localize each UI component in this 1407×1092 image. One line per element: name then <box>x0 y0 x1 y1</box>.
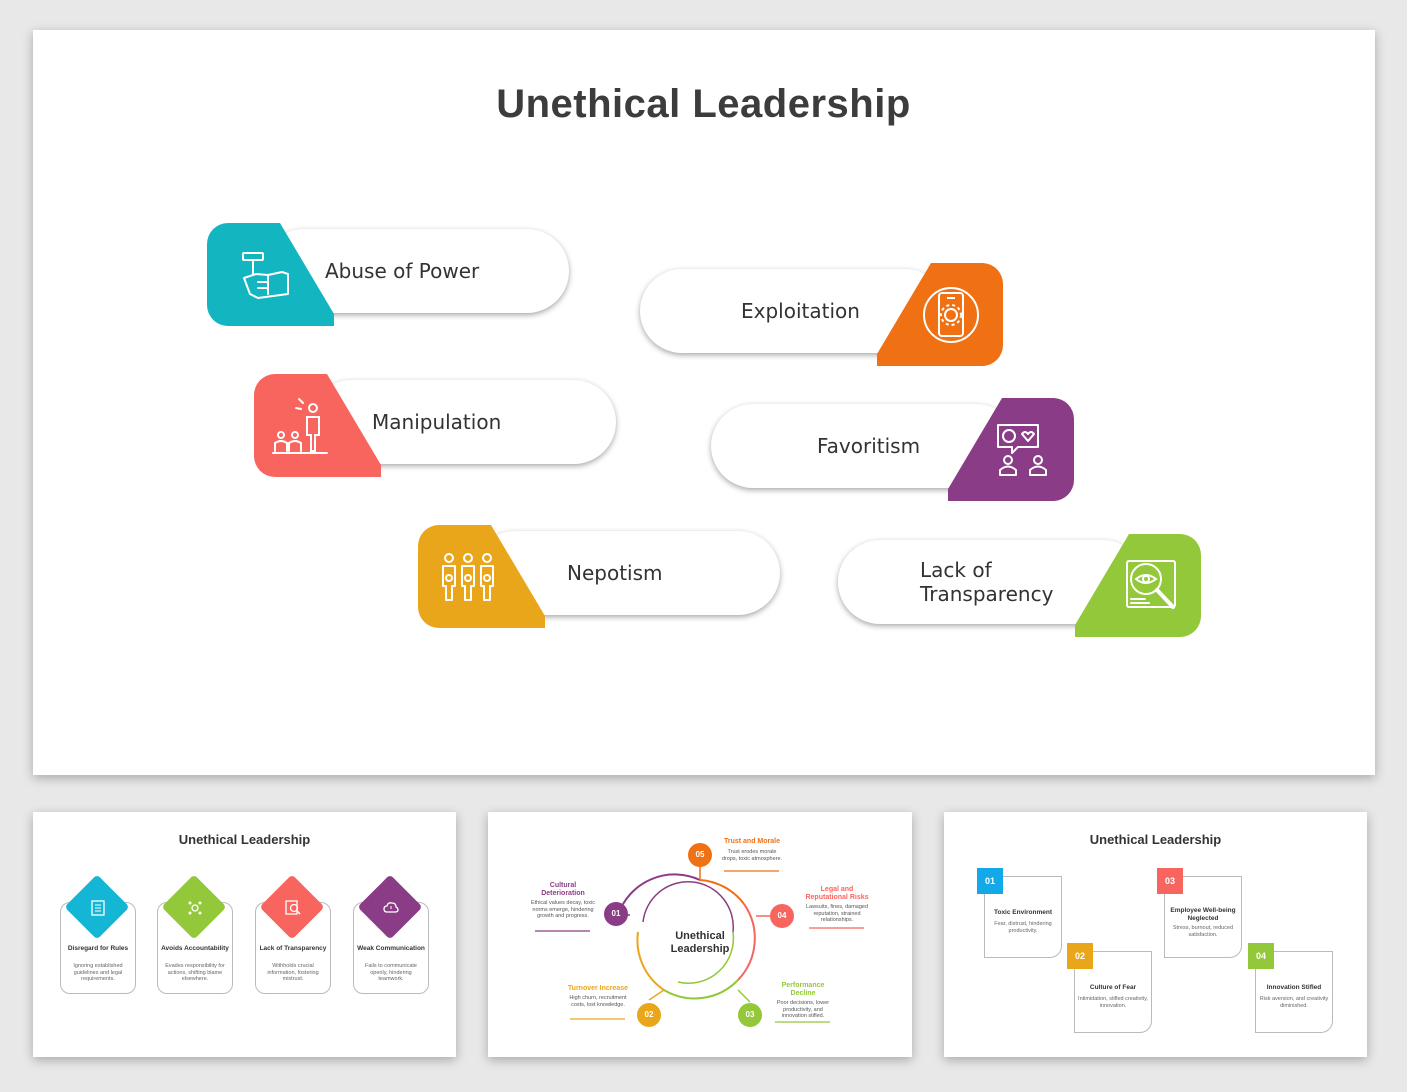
thumb3-num-3: 03 <box>1157 868 1183 894</box>
thumb3-card-title: Employee Well-being Neglected <box>1170 907 1236 922</box>
center-label-line1: Unethical <box>675 930 725 942</box>
thumb3-card-desc: Fear, distrust, hindering productivity. <box>994 921 1052 934</box>
node-title-02: Turnover Increase <box>567 985 629 992</box>
thumb1-card-desc: Evades responsibility for actions, shift… <box>165 963 225 982</box>
thumb3-num-4: 04 <box>1248 943 1274 969</box>
team-icon <box>442 553 494 601</box>
slide-title: Unethical Leadership <box>496 82 911 126</box>
speaker-audience-icon <box>272 398 328 454</box>
tab-exploitation <box>877 263 1003 366</box>
thumb3-title: Unethical Leadership <box>1089 832 1222 847</box>
node-05 <box>688 843 712 867</box>
label-favoritism: Favoritism <box>817 434 921 458</box>
node-02 <box>637 1003 661 1027</box>
node-num-04: 04 <box>777 911 787 920</box>
thumb1-card-desc: Ignoring established guidelines and lega… <box>73 963 123 982</box>
thumbnail-slide-2[interactable]: 01 02 03 04 05 Unethical Leadership Trus… <box>488 812 912 1057</box>
checklist-icon <box>91 900 105 916</box>
chat-people-icon <box>997 424 1047 476</box>
label-manipulation: Manipulation <box>372 410 502 434</box>
thumb1-card-title: Avoids Accountability <box>161 945 229 952</box>
label-lack-of-transparency-line1: Lack of <box>920 558 992 582</box>
tab-abuse-of-power <box>207 223 334 326</box>
label-lack-of-transparency-line2: Transparency <box>920 582 1054 606</box>
thumb1-card-title: Disregard for Rules <box>67 945 129 952</box>
node-title-03: Performance Decline <box>781 982 825 997</box>
network-icon <box>188 901 202 915</box>
thumb3-num-2: 02 <box>1067 943 1093 969</box>
thumb1-card-4: Weak Communication Fails to communicate … <box>353 902 429 994</box>
node-desc-01: Ethical values decay, toxic norms emerge… <box>530 900 596 919</box>
node-03 <box>738 1003 762 1027</box>
node-title-01: Cultural Deterioration <box>541 882 585 897</box>
magnify-eye-icon <box>1126 560 1176 609</box>
circular-diagram <box>535 843 864 1027</box>
node-desc-04: Lawsuits, fines, damaged reputation, str… <box>805 904 869 923</box>
thumb1-card-desc: Fails to communicate openly, hindering t… <box>365 963 417 982</box>
thumb3-card-2: Culture of Fear Intimidation, stifled cr… <box>1074 951 1152 1033</box>
node-title-05: Trust and Morale <box>723 838 780 845</box>
label-abuse-of-power: Abuse of Power <box>325 259 480 283</box>
search-document-icon <box>285 900 301 915</box>
tab-favoritism <box>948 398 1074 501</box>
tab-nepotism <box>418 525 545 628</box>
label-exploitation: Exploitation <box>741 299 860 323</box>
thumb3-card-3: Employee Well-being Neglected Stress, bu… <box>1164 876 1242 958</box>
thumb3-card-title: Innovation Stifled <box>1266 984 1322 991</box>
node-desc-03: Poor decisions, lower productivity, and … <box>776 1000 830 1019</box>
node-01 <box>604 902 628 926</box>
thumb3-card-desc: Stress, burnout, reduced satisfaction. <box>1172 925 1234 938</box>
thumb3-card-title: Culture of Fear <box>1089 984 1137 991</box>
thumb3-card-desc: Risk aversion, and creativity diminished… <box>1259 996 1329 1009</box>
tab-lack-of-transparency <box>1075 534 1201 637</box>
thumbnail-slide-3[interactable]: Unethical Leadership Toxic Environment F… <box>944 812 1367 1057</box>
thumb1-card-title: Lack of Transparency <box>259 945 327 952</box>
thumb1-card-desc: Withholds crucial information, fostering… <box>267 963 319 982</box>
gavel-hand-icon <box>242 252 289 299</box>
cloud-warning-icon <box>383 902 399 913</box>
center-label-line2: Leadership <box>670 943 730 955</box>
node-num-05: 05 <box>695 850 705 859</box>
node-desc-05: Trust erodes morale drops, toxic atmosph… <box>721 849 783 862</box>
node-04 <box>770 904 794 928</box>
phone-gear-icon <box>923 287 979 343</box>
thumb3-num-1: 01 <box>977 868 1003 894</box>
label-nepotism: Nepotism <box>567 561 663 585</box>
thumbnail-slide-1[interactable]: Unethical Leadership Disregard for Rules… <box>33 812 456 1057</box>
node-title-04: Legal and Reputational Risks <box>805 886 869 901</box>
node-num-03: 03 <box>745 1010 755 1019</box>
node-num-02: 02 <box>644 1010 654 1019</box>
node-desc-02: High churn, recruitment costs, lost know… <box>569 995 627 1008</box>
tab-manipulation <box>254 374 381 477</box>
node-num-01: 01 <box>611 909 621 918</box>
thumb1-card-title: Weak Communication <box>357 945 425 952</box>
thumb1-title: Unethical Leadership <box>178 832 311 847</box>
thumb3-card-desc: Intimidation, stifled creativity, innova… <box>1078 996 1148 1009</box>
main-slide[interactable] <box>33 30 1375 775</box>
thumb3-card-title: Toxic Environment <box>993 909 1053 916</box>
